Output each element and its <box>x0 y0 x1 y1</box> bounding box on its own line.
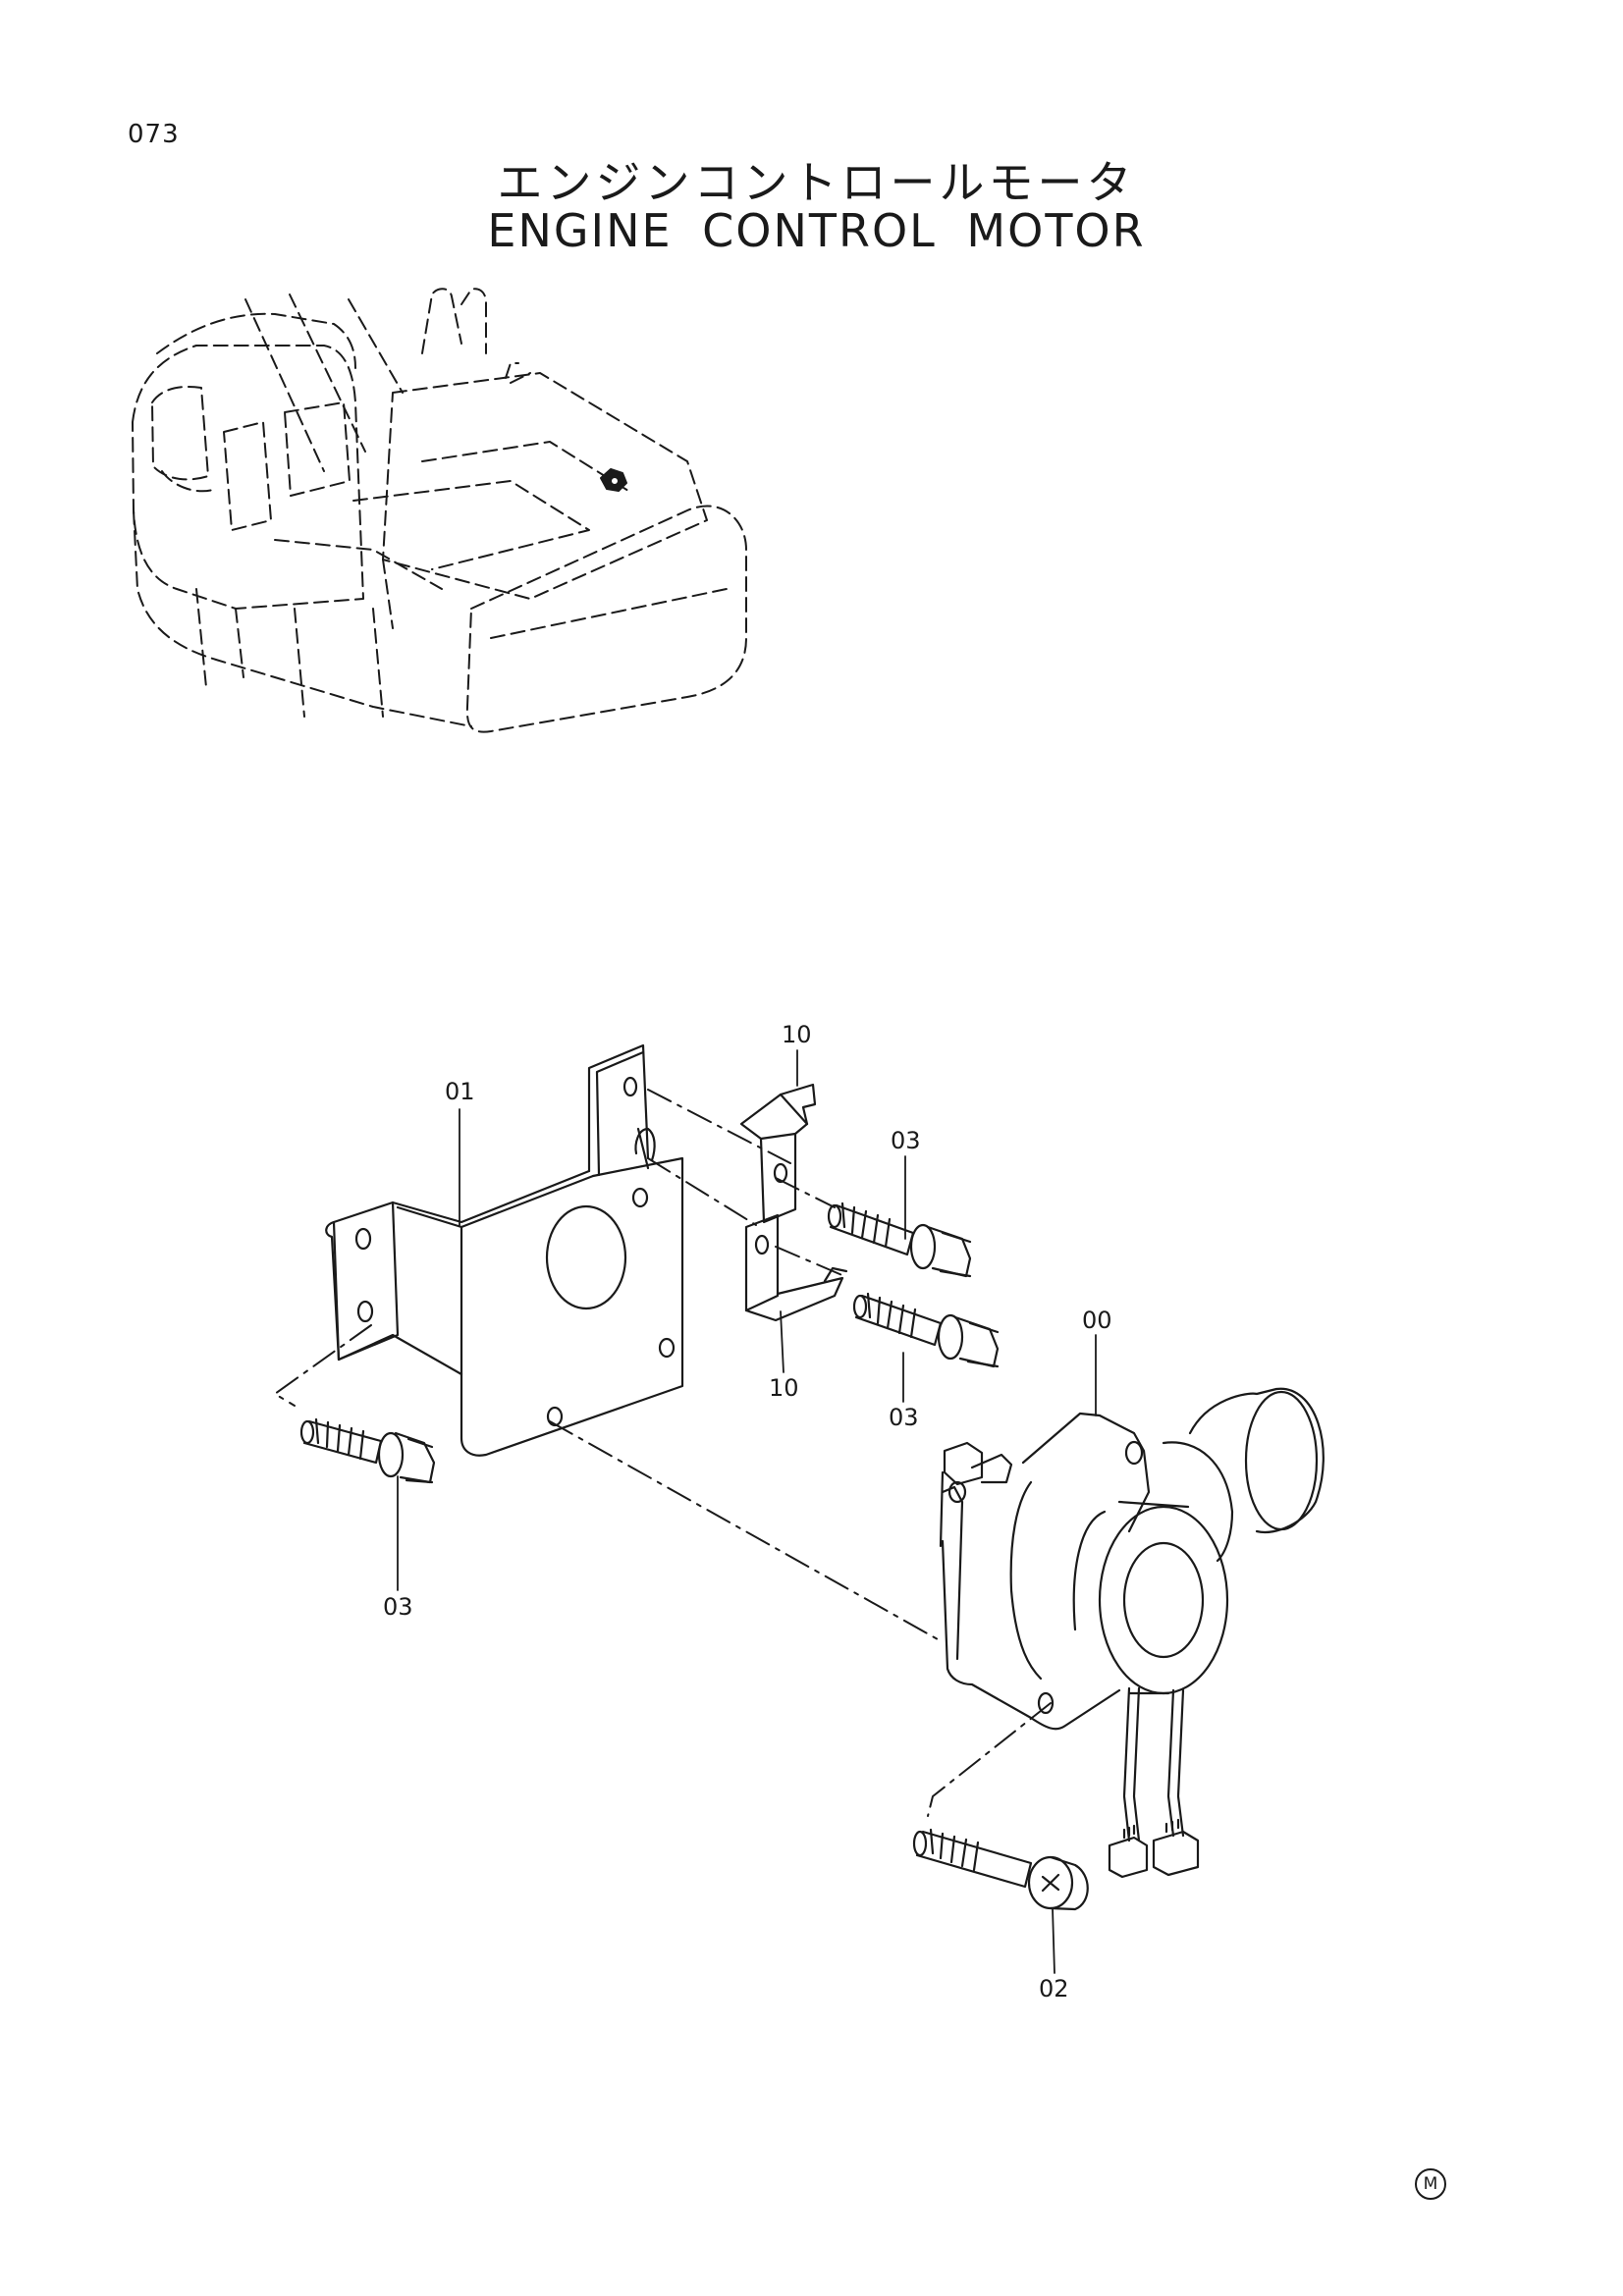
bracket-part <box>325 1043 684 1457</box>
motor-part <box>939 1387 1325 1879</box>
callout-bracket: 01 <box>445 1078 475 1105</box>
callout-stopper-bottom: 10 <box>769 1374 799 1402</box>
callout-bolt-upper-right: 03 <box>891 1127 921 1154</box>
leader-lines <box>397 1049 1097 1974</box>
title-english: ENGINE CONTROL MOTOR <box>487 204 1146 257</box>
callout-labels: 01 10 10 03 03 03 00 02 <box>383 1021 1112 2002</box>
callout-bolt-lower-right: 03 <box>889 1404 919 1431</box>
location-marker-icon <box>600 468 627 492</box>
alignment-lines <box>274 1089 1052 1817</box>
title-japanese: エンジンコントロールモータ <box>497 156 1136 209</box>
motor-screw-part <box>912 1828 1089 1911</box>
bolt-upper-right-part <box>827 1201 972 1278</box>
callout-stopper-top: 10 <box>782 1021 812 1048</box>
excavator-locator-view <box>132 288 747 733</box>
callout-motor: 00 <box>1082 1307 1112 1334</box>
callout-motor-screw: 02 <box>1039 1975 1069 2002</box>
callout-bolt-left: 03 <box>383 1593 413 1621</box>
page-number: 073 <box>128 120 180 149</box>
stopper-bottom-part <box>744 1213 848 1322</box>
bolt-left-part <box>299 1417 436 1484</box>
stopper-top-part <box>739 1083 817 1224</box>
footer-m-mark: M <box>1415 2168 1446 2200</box>
bolt-lower-right-part <box>852 1292 1000 1368</box>
